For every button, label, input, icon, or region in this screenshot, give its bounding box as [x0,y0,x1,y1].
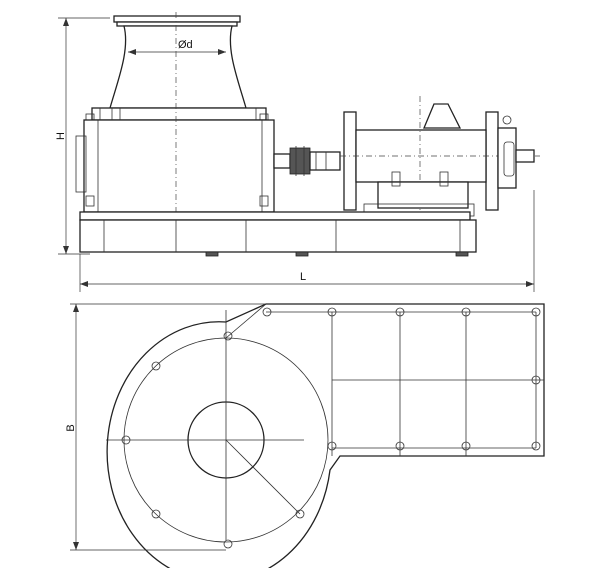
electric-motor [340,96,540,218]
side-elevation-view: H Ød [55,12,540,292]
length-label: L [300,271,306,283]
length-dimension: L [79,190,535,292]
shaft-coupling [273,146,341,176]
height-dimension: H [55,17,110,255]
breadth-dimension: B [65,303,266,551]
gearbox-housing [75,107,275,213]
bolt-holes [121,307,541,549]
plan-view: B [65,303,545,568]
height-label: H [55,132,67,140]
capstan-drum: Ød [109,15,247,109]
breadth-label: B [65,424,77,431]
plan-outline [106,303,545,568]
base-frame [79,211,477,257]
diameter-label: Ød [178,39,193,51]
